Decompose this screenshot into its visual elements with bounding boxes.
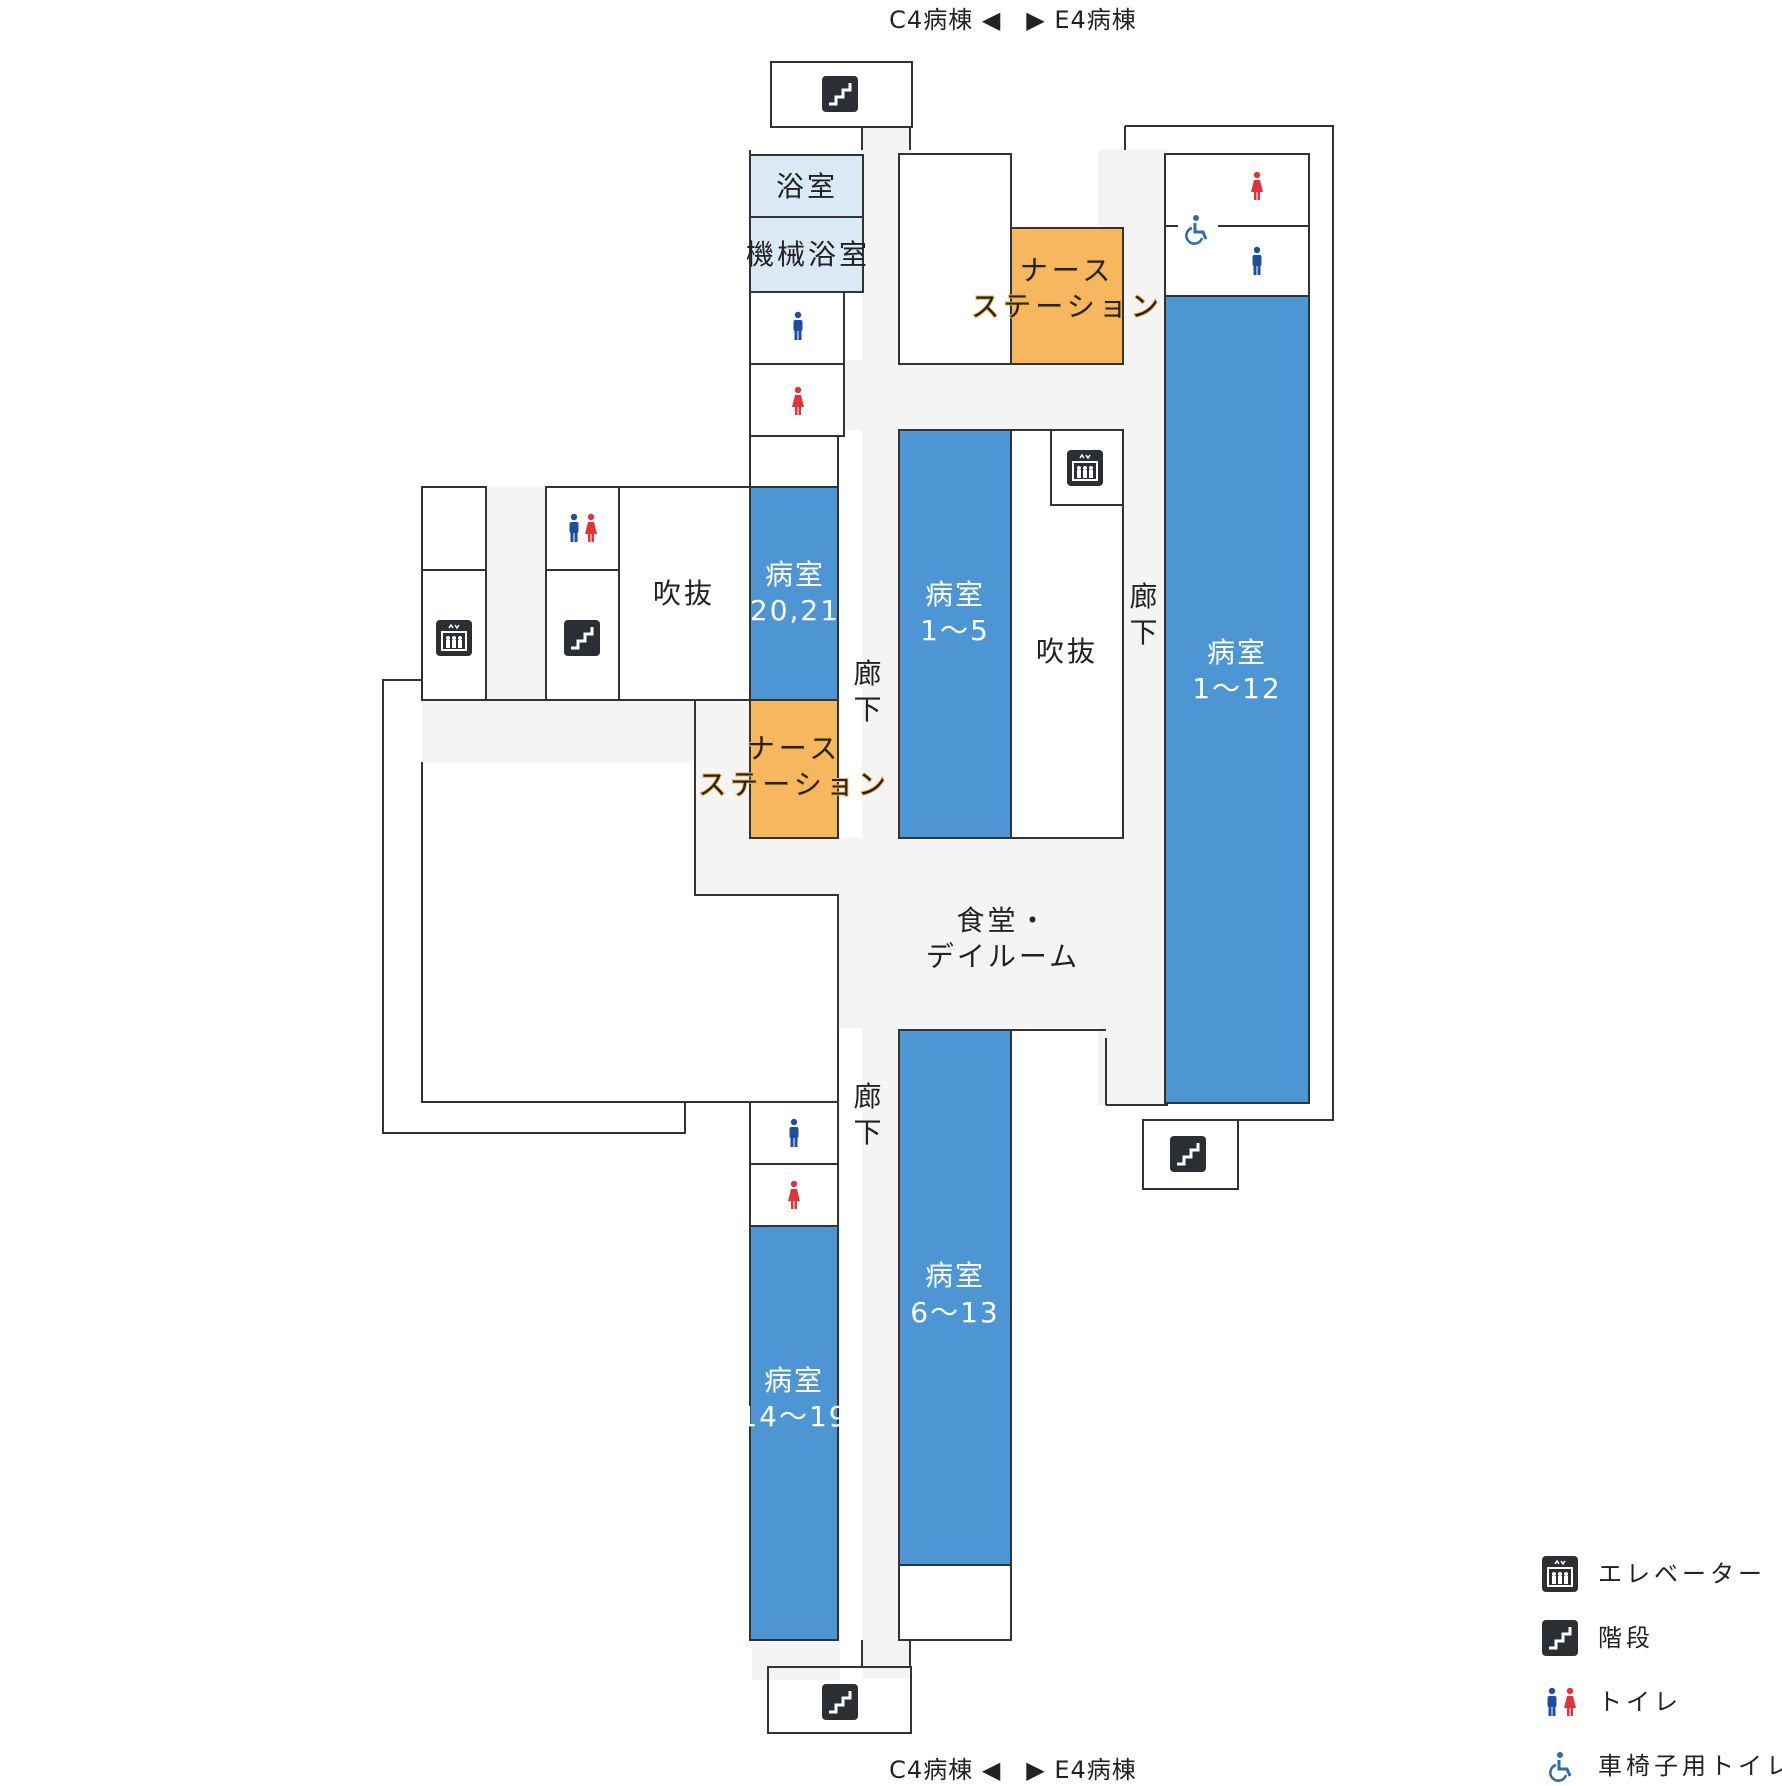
wheelchair-icon [1548, 1750, 1572, 1783]
legend: エレベーター 階段 トイレ 車椅子用トイレ [1540, 1555, 1782, 1783]
stairs-icon [562, 618, 602, 658]
toilet-icon [562, 507, 604, 549]
legend-item-elevator: エレベーター [1541, 1555, 1766, 1593]
stairs-icon [820, 1682, 860, 1722]
nurse-station-top-line2: ステーション [971, 290, 1162, 323]
toilet-icon [1547, 1687, 1557, 1716]
male-toilet-icon [779, 305, 817, 345]
legend-wheelchair-label: 車椅子用トイレ [1598, 1752, 1782, 1780]
corridor-lower-line1: 廊 [853, 1080, 884, 1113]
ward-1-5-name: 病室 [925, 578, 985, 611]
stairs-icon [1540, 1618, 1580, 1658]
ward-1-5-numbers: 1〜5 [920, 614, 990, 647]
male-toilet-icon [775, 1112, 813, 1152]
female-toilet-icon [779, 380, 817, 420]
machine-bath-label: 機械浴室 [746, 238, 870, 271]
ward-1-12-name: 病室 [1207, 636, 1267, 669]
wheelchair-icon [1178, 208, 1218, 248]
bath-column [749, 154, 864, 437]
nav-bottom-label[interactable]: C4病棟 ◀ ▶ E4病棟 [889, 1756, 1137, 1784]
nurse-station-mid-line2: ステーション [698, 768, 889, 801]
stairs-icon [1168, 1134, 1208, 1174]
ward-14-19-name: 病室 [764, 1364, 824, 1397]
bath-label: 浴室 [776, 170, 838, 203]
nurse-station-mid-line1: ナース [747, 732, 842, 765]
dining-line2: デイルーム [926, 940, 1080, 973]
ward-1-12-numbers: 1〜12 [1192, 672, 1281, 705]
elevator-icon [1541, 1555, 1579, 1593]
atrium-center-label: 吹抜 [1036, 635, 1098, 668]
ward-6-13-name: 病室 [925, 1259, 985, 1292]
legend-toilet-label: トイレ [1598, 1688, 1682, 1716]
legend-elevator-label: エレベーター [1598, 1560, 1766, 1588]
legend-stairs-label: 階段 [1598, 1624, 1654, 1652]
elevator-icon [435, 619, 473, 657]
nurse-station-top-line1: ナース [1020, 254, 1115, 287]
ward-20-21-name: 病室 [765, 558, 825, 591]
stairs-icon [820, 74, 860, 114]
top-right-block [898, 153, 1310, 365]
corridor-lower-line2: 下 [853, 1116, 884, 1149]
ward-20-21-numbers: 20,21 [750, 594, 840, 627]
nav-top-label[interactable]: C4病棟 ◀ ▶ E4病棟 [889, 6, 1137, 34]
corridor-right-line2: 下 [1129, 616, 1160, 649]
legend-item-toilet: トイレ [1547, 1687, 1682, 1716]
male-toilet-icon [1238, 240, 1276, 280]
ward-14-19-numbers: 14〜19 [739, 1400, 848, 1433]
left-cluster [421, 486, 751, 701]
female-toilet-icon [775, 1174, 813, 1214]
legend-item-stairs: 階段 [1540, 1618, 1654, 1658]
legend-item-wheelchair: 車椅子用トイレ [1548, 1750, 1782, 1783]
wards [749, 295, 1310, 1641]
female-toilet-icon [1238, 165, 1276, 205]
dining-line1: 食堂・ [956, 904, 1049, 937]
corridor-center-line1: 廊 [853, 657, 884, 690]
corridor-center-line2: 下 [853, 693, 884, 726]
ward-6-13-numbers: 6〜13 [910, 1296, 999, 1329]
corridor-right-line1: 廊 [1129, 580, 1160, 613]
elevator-icon [1066, 449, 1104, 487]
atrium-left-label: 吹抜 [653, 577, 715, 610]
